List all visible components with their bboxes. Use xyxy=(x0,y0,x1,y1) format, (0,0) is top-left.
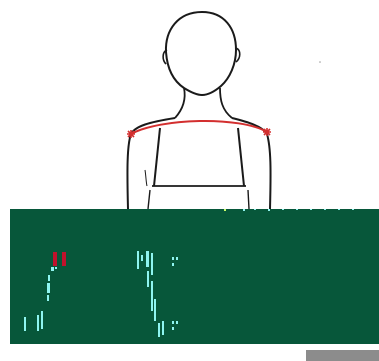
shoulder-measure-line xyxy=(130,119,268,135)
glitch-glyphs xyxy=(24,209,354,337)
band-left-edge xyxy=(147,189,151,210)
noise-cluster-top xyxy=(224,209,354,211)
neck-right xyxy=(219,87,233,119)
measure-marker-right xyxy=(263,128,271,136)
speck xyxy=(319,61,321,63)
head-outline xyxy=(164,10,238,97)
scrollbar-stub xyxy=(306,350,379,361)
neck-left xyxy=(174,87,186,119)
ear-left xyxy=(162,49,168,65)
back-hint-left xyxy=(144,169,148,187)
strap-left xyxy=(153,127,161,187)
noise-column-left xyxy=(24,267,57,331)
ear-right xyxy=(235,47,241,63)
strap-right xyxy=(237,127,245,187)
noise-column-middle xyxy=(137,251,178,337)
glitch-band xyxy=(10,209,379,344)
noise-red-pair xyxy=(53,252,66,266)
band-right-edge xyxy=(247,189,250,210)
measure-marker-left xyxy=(127,130,135,138)
